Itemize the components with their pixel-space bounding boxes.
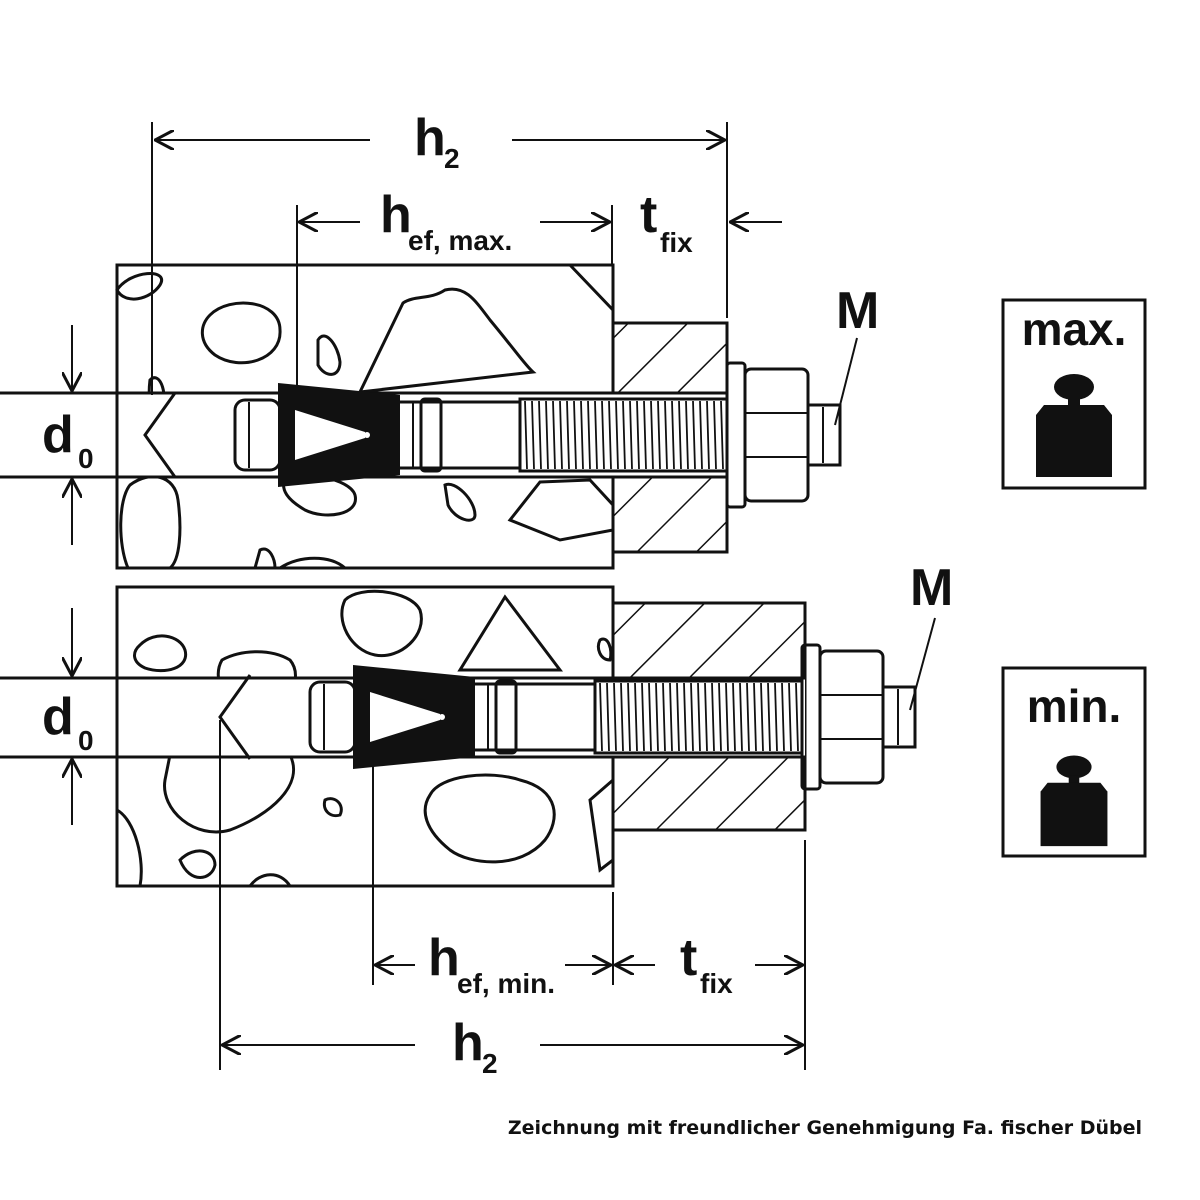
svg-text:ef, min.: ef, min.	[457, 968, 555, 999]
image-credit-caption: Zeichnung mit freundlicher Genehmigung F…	[507, 1117, 1142, 1139]
svg-text:ef, max.: ef, max.	[408, 225, 512, 256]
svg-text:2: 2	[482, 1048, 498, 1079]
weight-large-icon	[1036, 374, 1112, 477]
min-badge-label: min.	[1027, 680, 1122, 732]
svg-text:fix: fix	[660, 227, 693, 258]
d0-label-bottom: d	[42, 688, 74, 746]
svg-text:2: 2	[444, 143, 460, 174]
tfix-label-bottom: t	[680, 929, 697, 987]
hef-max-label: h	[380, 186, 412, 244]
m-label-bottom: M	[910, 559, 953, 617]
d0-label-top: d	[42, 406, 74, 464]
h2-label-bottom: h	[452, 1014, 484, 1072]
hef-min-label: h	[428, 929, 460, 987]
max-badge-label: max.	[1022, 303, 1127, 355]
tfix-label-top: t	[640, 186, 657, 244]
bottom-min-setup: h ef, min. t fix h 2 d 0 M min.	[0, 559, 1147, 1079]
svg-text:0: 0	[78, 443, 94, 474]
svg-text:fix: fix	[700, 968, 733, 999]
max-load-badge	[1001, 298, 1147, 490]
top-max-setup: h 2 h ef, max. t fix d 0 M max.	[0, 109, 1147, 570]
weight-small-icon	[1040, 755, 1108, 847]
svg-text:0: 0	[78, 725, 94, 756]
h2-label-top: h	[414, 109, 446, 167]
m-label-top: M	[836, 282, 879, 340]
min-load-badge	[1001, 666, 1147, 858]
